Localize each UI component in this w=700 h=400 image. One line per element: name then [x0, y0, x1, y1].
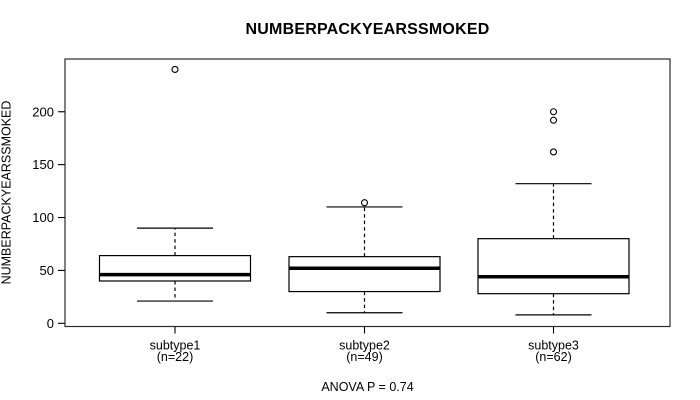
group-sublabel: (n=22)	[157, 350, 193, 364]
y-tick-label: 50	[40, 263, 54, 278]
group-sublabel: (n=62)	[535, 350, 571, 364]
iqr-box	[98, 255, 252, 282]
iqr-box	[288, 256, 441, 293]
anova-footnote: ANOVA P = 0.74	[321, 380, 414, 394]
outlier-point	[549, 108, 558, 116]
y-tick-label: 150	[32, 157, 54, 172]
chart-title: NUMBERPACKYEARSSMOKED	[245, 21, 490, 38]
outlier-point	[171, 65, 179, 73]
y-tick-label: 0	[47, 316, 54, 331]
group-label: subtype1	[150, 339, 201, 353]
outlier-point	[549, 148, 558, 156]
group-sublabel: (n=49)	[346, 350, 382, 364]
y-tick-label: 100	[32, 210, 54, 225]
plot-border	[64, 58, 671, 328]
outlier-point	[549, 116, 558, 124]
outlier-point	[360, 199, 369, 207]
iqr-box	[477, 238, 630, 295]
y-tick-label: 200	[32, 104, 54, 119]
group-label: subtype2	[339, 339, 390, 353]
group-label: subtype3	[528, 339, 579, 353]
